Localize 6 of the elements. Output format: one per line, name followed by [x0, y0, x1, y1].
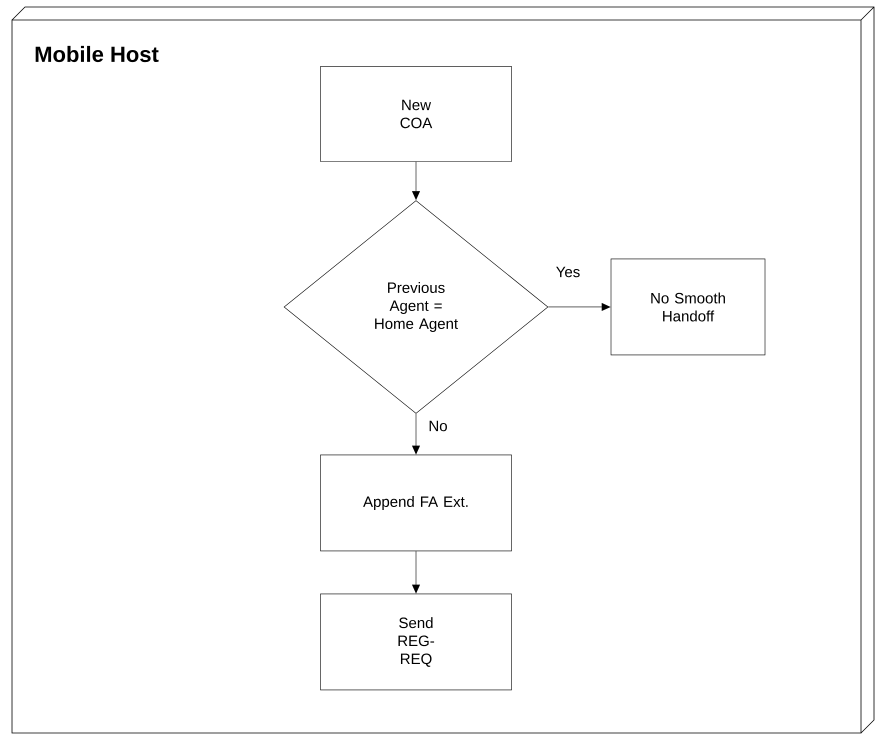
- process-box: New COA: [320, 66, 512, 162]
- edge-label: No: [427, 420, 449, 432]
- edge-label: Yes: [554, 266, 582, 278]
- process-box: Append FA Ext.: [320, 454, 512, 552]
- process-box: No Smooth Handoff: [610, 258, 766, 356]
- process-box: Send REG-REQ: [320, 594, 512, 690]
